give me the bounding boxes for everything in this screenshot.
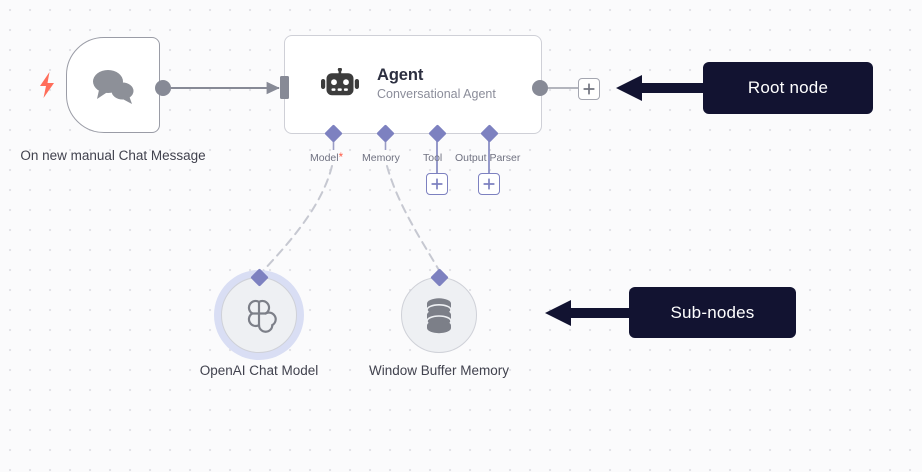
- node-subtitle-agent: Conversational Agent: [377, 87, 496, 101]
- annotation-root-node: Root node: [703, 62, 873, 114]
- output-parser-add-node-button[interactable]: [478, 173, 500, 195]
- node-agent[interactable]: Agent Conversational Agent: [284, 35, 542, 134]
- node-caption-trigger: On new manual Chat Message: [20, 148, 206, 163]
- annotation-label: Sub-nodes: [670, 302, 755, 322]
- arrow-left-icon: [616, 74, 708, 102]
- lightning-bolt-icon: [38, 72, 56, 98]
- robot-icon: [321, 67, 359, 102]
- agent-port-label-memory: Memory: [362, 152, 400, 164]
- plus-icon: [583, 83, 595, 95]
- database-icon: [422, 296, 456, 334]
- required-marker: *: [338, 152, 344, 164]
- agent-port-label-model: Model*: [310, 152, 343, 165]
- plus-icon: [431, 178, 443, 190]
- agent-input-port[interactable]: [280, 76, 289, 99]
- annotation-label: Root node: [747, 78, 829, 97]
- agent-port-label-tool: Tool: [423, 152, 443, 164]
- agent-output-port[interactable]: [532, 80, 548, 96]
- openai-logo-icon: [240, 296, 278, 334]
- port-label-text: Model: [310, 152, 339, 164]
- annotation-sub-nodes: Sub-nodes: [629, 287, 796, 338]
- agent-add-node-button[interactable]: [578, 78, 600, 100]
- node-window-buffer-memory[interactable]: [401, 277, 477, 353]
- trigger-output-port[interactable]: [155, 80, 171, 96]
- node-openai-chat-model[interactable]: [221, 277, 297, 353]
- node-caption-openai-chat-model: OpenAI Chat Model: [199, 363, 319, 378]
- node-caption-window-buffer-memory: Window Buffer Memory: [368, 363, 510, 378]
- node-title-agent: Agent: [377, 66, 424, 84]
- plus-icon: [483, 178, 495, 190]
- tool-add-node-button[interactable]: [426, 173, 448, 195]
- node-on-new-manual-chat-message[interactable]: [66, 37, 160, 133]
- arrow-left-icon: [545, 299, 637, 327]
- agent-port-label-output-parser: Output Parser: [455, 152, 521, 164]
- chat-bubbles-icon: [87, 65, 139, 105]
